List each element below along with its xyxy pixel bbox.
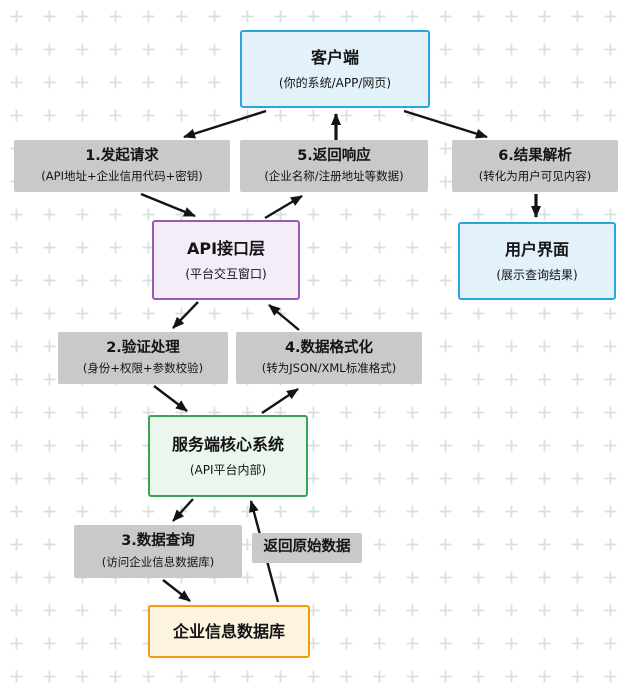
arrow-client-to-request	[183, 109, 267, 139]
step-format: 4.数据格式化 (转为JSON/XML标准格式)	[236, 332, 422, 384]
arrow-api-to-validate	[172, 301, 199, 329]
node-user-interface-title: 用户界面	[504, 239, 569, 259]
step-request-subtitle: (API地址+企业信用代码+密钥)	[41, 169, 203, 184]
label-return-raw-data-title: 返回原始数据	[263, 539, 351, 556]
step-request: 1.发起请求 (API地址+企业信用代码+密钥)	[14, 140, 230, 192]
arrow-server-to-format	[261, 388, 299, 414]
step-validate: 2.验证处理 (身份+权限+参数校验)	[58, 332, 228, 384]
node-api-layer-title: API接口层	[186, 238, 266, 258]
arrow-query-to-database	[162, 579, 191, 602]
node-api-layer-subtitle: (平台交互窗口)	[185, 266, 267, 281]
node-user-interface-subtitle: (展示查询结果)	[496, 267, 578, 282]
step-format-title: 4.数据格式化	[284, 339, 374, 356]
node-database: 企业信息数据库	[148, 605, 310, 658]
node-server-core: 服务端核心系统 (API平台内部)	[148, 415, 308, 497]
step-request-title: 1.发起请求	[85, 147, 159, 164]
node-api-layer: API接口层 (平台交互窗口)	[152, 220, 300, 300]
step-query: 3.数据查询 (访问企业信息数据库)	[74, 525, 242, 578]
step-format-subtitle: (转为JSON/XML标准格式)	[261, 361, 397, 376]
node-server-core-title: 服务端核心系统	[171, 434, 284, 454]
arrow-client-to-parse	[403, 109, 488, 139]
node-client-title: 客户端	[310, 47, 359, 67]
node-database-title: 企业信息数据库	[172, 621, 285, 641]
node-client-subtitle: (你的系统/APP/网页)	[278, 75, 392, 90]
arrow-api-to-respond	[264, 194, 303, 220]
step-respond-title: 5.返回响应	[297, 147, 371, 164]
node-server-core-subtitle: (API平台内部)	[189, 462, 267, 477]
step-parse-title: 6.结果解析	[498, 147, 572, 164]
step-parse-subtitle: (转化为用户可见内容)	[478, 169, 592, 184]
arrow-server-to-query	[172, 498, 194, 522]
step-validate-subtitle: (身份+权限+参数校验)	[82, 361, 204, 376]
step-query-subtitle: (访问企业信息数据库)	[101, 554, 215, 569]
node-user-interface: 用户界面 (展示查询结果)	[458, 222, 616, 300]
step-respond: 5.返回响应 (企业名称/注册地址等数据)	[240, 140, 428, 192]
step-respond-subtitle: (企业名称/注册地址等数据)	[264, 169, 404, 184]
arrow-validate-to-server	[153, 385, 188, 412]
step-parse: 6.结果解析 (转化为用户可见内容)	[452, 140, 618, 192]
arrow-request-to-api	[140, 192, 196, 218]
node-client: 客户端 (你的系统/APP/网页)	[240, 30, 430, 108]
step-query-title: 3.数据查询	[121, 533, 195, 550]
arrow-format-to-api	[268, 304, 300, 331]
label-return-raw-data: 返回原始数据	[252, 533, 362, 563]
step-validate-title: 2.验证处理	[106, 339, 180, 356]
